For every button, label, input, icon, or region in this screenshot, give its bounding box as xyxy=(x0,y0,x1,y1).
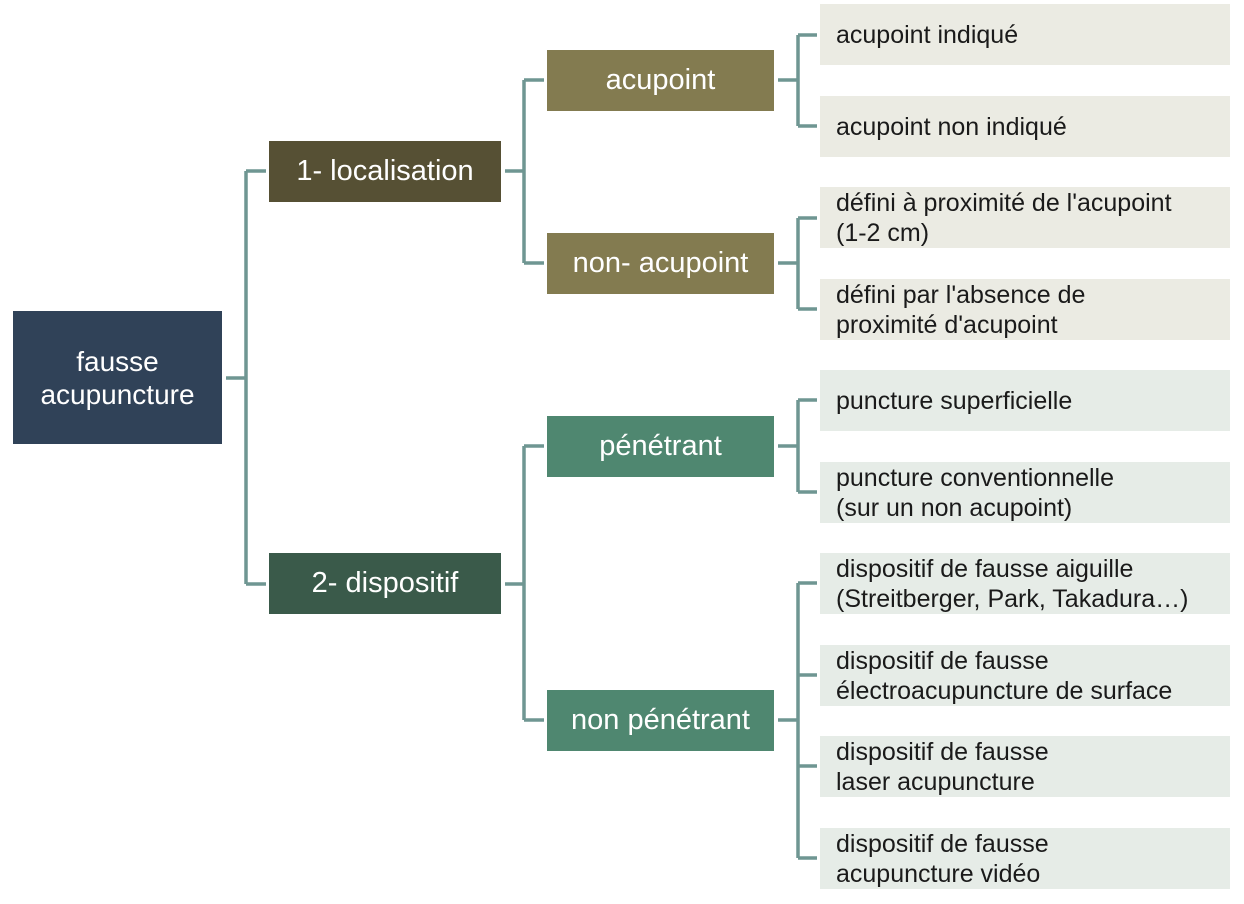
leaf-label: acupoint indiqué xyxy=(836,21,1019,49)
node-non-penetrant-label: non pénétrant xyxy=(571,704,750,736)
node-acupoint: acupoint xyxy=(547,50,774,111)
node-localisation-label: 1- localisation xyxy=(296,155,474,187)
leaf-absence-proximite: défini par l'absence de proximité d'acup… xyxy=(820,279,1230,340)
node-dispositif-label: 2- dispositif xyxy=(311,567,459,599)
leaf-puncture-superficielle: puncture superficielle xyxy=(820,370,1230,431)
leaf-label: puncture conventionnelle (sur un non acu… xyxy=(836,463,1114,522)
connector-dispositif xyxy=(505,444,544,722)
root-label: fausse acupuncture xyxy=(40,345,195,410)
leaf-fausse-aiguille: dispositif de fausse aiguille (Streitber… xyxy=(820,553,1230,614)
node-acupoint-label: acupoint xyxy=(605,64,716,96)
leaf-label: dispositif de fausse laser acupuncture xyxy=(836,737,1049,796)
leaf-puncture-conventionnelle: puncture conventionnelle (sur un non acu… xyxy=(820,462,1230,523)
node-non-acupoint-label: non- acupoint xyxy=(572,247,749,279)
node-dispositif: 2- dispositif xyxy=(269,553,501,614)
leaf-fausse-video: dispositif de fausse acupuncture vidéo xyxy=(820,828,1230,889)
leaf-label: défini par l'absence de proximité d'acup… xyxy=(836,280,1086,339)
connector-acupoint xyxy=(778,33,817,128)
node-penetrant-label: pénétrant xyxy=(599,430,722,462)
node-non-acupoint: non- acupoint xyxy=(547,233,774,294)
leaf-fausse-laser: dispositif de fausse laser acupuncture xyxy=(820,736,1230,797)
root-node: fausse acupuncture xyxy=(13,311,222,444)
node-non-penetrant: non pénétrant xyxy=(547,690,774,751)
leaf-proximite-acupoint: défini à proximité de l'acupoint (1-2 cm… xyxy=(820,187,1230,248)
leaf-fausse-electroacupuncture: dispositif de fausse électroacupuncture … xyxy=(820,645,1230,706)
connector-non-acupoint xyxy=(778,216,817,311)
leaf-label: acupoint non indiqué xyxy=(836,112,1067,141)
leaf-label: puncture superficielle xyxy=(836,387,1073,415)
leaf-acupoint-indique: acupoint indiqué xyxy=(820,4,1230,65)
connector-penetrant xyxy=(778,398,817,494)
leaf-label: dispositif de fausse électroacupuncture … xyxy=(836,646,1173,705)
leaf-label: dispositif de fausse acupuncture vidéo xyxy=(836,829,1049,888)
connector-localisation xyxy=(505,78,544,265)
connector-non-penetrant xyxy=(778,581,817,860)
node-localisation: 1- localisation xyxy=(269,141,501,202)
leaf-label: défini à proximité de l'acupoint (1-2 cm… xyxy=(836,188,1172,247)
connector-root xyxy=(226,169,266,586)
leaf-label: dispositif de fausse aiguille (Streitber… xyxy=(836,554,1189,613)
leaf-acupoint-non-indique: acupoint non indiqué xyxy=(820,96,1230,157)
node-penetrant: pénétrant xyxy=(547,416,774,477)
